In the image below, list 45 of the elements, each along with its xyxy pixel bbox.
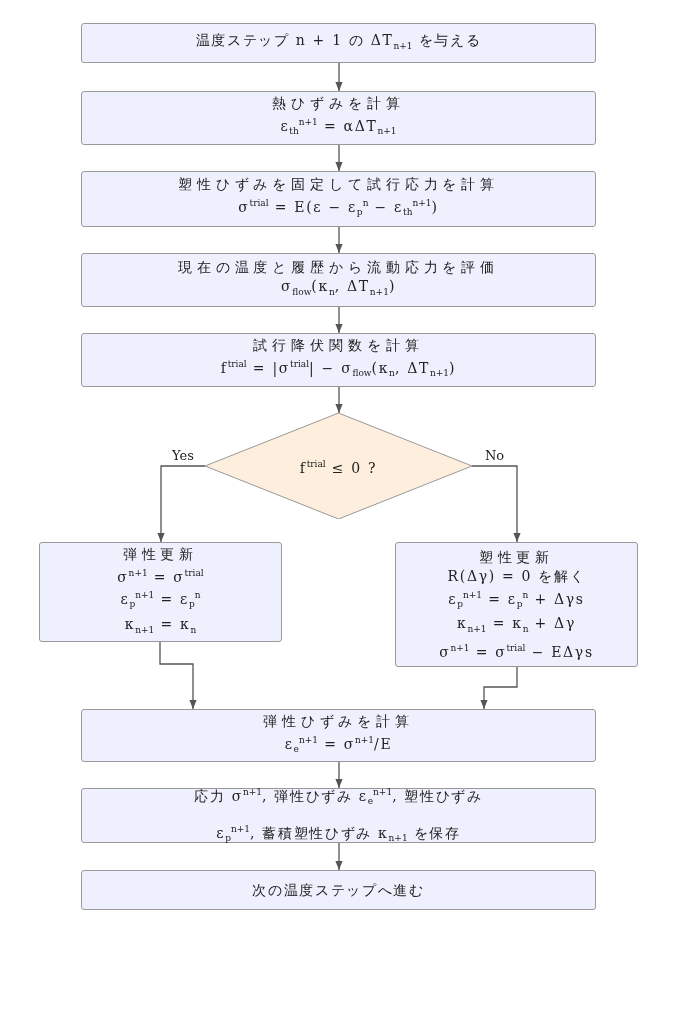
step-text: 応力 σ$^{n+1}$, 弾性ひずみ ε$_{e}$$^{n+1}$, 塑性ひずみ ε$_{p}$$^{n+1}$, 蓄積塑性ひずみ κ$_{n+1}$ を保存 bbox=[193, 786, 484, 845]
process-box bbox=[81, 333, 596, 387]
arrow bbox=[335, 842, 343, 871]
arrow bbox=[157, 465, 206, 543]
formula: κ$_{n+1}$ = κ$_{n}$ + Δγ bbox=[456, 614, 577, 636]
step-title: 弾性更新 bbox=[121, 544, 200, 564]
step-title: 塑性更新 bbox=[477, 547, 556, 567]
step-text: 次の温度ステップへ進む bbox=[251, 880, 426, 900]
arrow bbox=[335, 761, 343, 789]
step-title: 弾性ひずみを計算 bbox=[261, 711, 416, 731]
formula: ε$_{p}$$^{n+1}$ = ε$_{p}$$^{n}$ + Δγs bbox=[447, 588, 586, 611]
step-title: 塑性ひずみを固定して試行応力を計算 bbox=[176, 175, 501, 195]
formula: σ$_{flow}$(κ$_{n}$, ΔT$_{n+1}$) bbox=[279, 277, 398, 299]
step-title: 現在の温度と履歴から流動応力を評価 bbox=[176, 258, 501, 278]
arrow bbox=[480, 666, 518, 710]
edge-label: No bbox=[482, 448, 507, 463]
formula: κ$_{n+1}$ = κ$_{n}$ bbox=[123, 614, 198, 637]
arrow bbox=[335, 226, 343, 254]
formula: ε$_{e}$$^{n+1}$ = σ$^{n+1}$/E bbox=[283, 733, 394, 757]
arrow bbox=[159, 641, 197, 710]
step-text: f$^{trial}$ ≤ 0 ? bbox=[298, 457, 379, 478]
formula: σ$^{n+1}$ = σ$^{trial}$ bbox=[116, 566, 205, 587]
process-box bbox=[81, 171, 596, 227]
process-box bbox=[81, 709, 596, 762]
process-box bbox=[81, 870, 596, 910]
process-box bbox=[81, 253, 596, 307]
process-box bbox=[81, 23, 596, 63]
formula: R(Δγ) = 0 を解く bbox=[446, 566, 587, 586]
arrow bbox=[335, 144, 343, 172]
formula: ε$_{th}$$^{n+1}$ = αΔT$_{n+1}$ bbox=[279, 116, 398, 139]
process-box bbox=[81, 91, 596, 145]
arrow bbox=[335, 62, 343, 92]
process-box bbox=[395, 542, 638, 667]
process-box bbox=[39, 542, 282, 642]
arrow bbox=[471, 465, 521, 543]
edge-label: Yes bbox=[170, 448, 196, 463]
formula: σ$^{trial}$ = E(ε − ε$_{p}$$^{n}$ − ε$_{th}$$^{n+1}$) bbox=[237, 197, 440, 220]
formula: f$^{trial}$ = |σ$^{trial}$| − σ$_{flow}$(κ$_{n}$, ΔT$_{n+1}$) bbox=[219, 358, 458, 381]
step-title: 試行降伏関数を計算 bbox=[252, 336, 425, 356]
formula: σ$^{n+1}$ = σ$^{trial}$ − EΔγs bbox=[438, 641, 595, 662]
step-title: 熱ひずみを計算 bbox=[271, 94, 406, 114]
process-box bbox=[81, 788, 596, 843]
arrow bbox=[335, 306, 343, 334]
arrow bbox=[335, 386, 343, 414]
step-text: 温度ステップ n + 1 の ΔT$_{n+1}$ を与える bbox=[194, 30, 483, 53]
